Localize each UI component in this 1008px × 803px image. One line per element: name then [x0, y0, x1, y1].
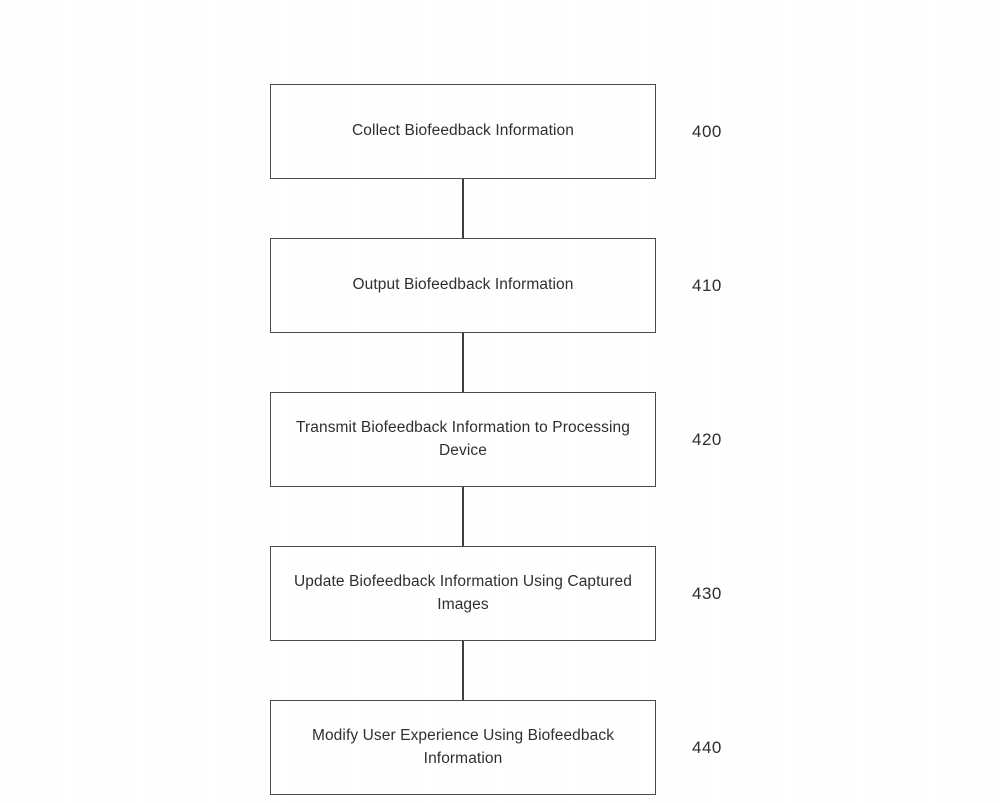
- flow-step-400: Collect Biofeedback Information 400: [270, 84, 721, 179]
- process-box-410: Output Biofeedback Information: [270, 238, 656, 333]
- ref-number-400: 400: [692, 121, 722, 141]
- flowchart: Collect Biofeedback Information 400 Outp…: [270, 84, 721, 795]
- flow-step-430: Update Biofeedback Information Using Cap…: [270, 546, 721, 641]
- process-box-label: Modify User Experience Using Biofeedback…: [311, 727, 615, 767]
- connector-line: [462, 487, 464, 546]
- process-box-400: Collect Biofeedback Information: [270, 84, 656, 179]
- process-box-440: Modify User Experience Using Biofeedback…: [270, 700, 656, 795]
- process-box-label: Transmit Biofeedback Information to Proc…: [296, 419, 630, 459]
- ref-number-430: 430: [692, 583, 722, 603]
- connector-line: [462, 179, 464, 238]
- ref-number-420: 420: [692, 429, 722, 449]
- connector-line: [462, 641, 464, 700]
- flow-step-420: Transmit Biofeedback Information to Proc…: [270, 392, 721, 487]
- process-box-label: Collect Biofeedback Information: [352, 122, 574, 140]
- connector-line: [462, 333, 464, 392]
- flow-step-410: Output Biofeedback Information 410: [270, 238, 721, 333]
- process-box-420: Transmit Biofeedback Information to Proc…: [270, 392, 656, 487]
- ref-number-410: 410: [692, 275, 722, 295]
- process-box-label: Update Biofeedback Information Using Cap…: [294, 573, 632, 613]
- process-box-label: Output Biofeedback Information: [352, 276, 574, 294]
- flow-step-440: Modify User Experience Using Biofeedback…: [270, 700, 721, 795]
- ref-number-440: 440: [692, 737, 722, 757]
- process-box-430: Update Biofeedback Information Using Cap…: [270, 546, 656, 641]
